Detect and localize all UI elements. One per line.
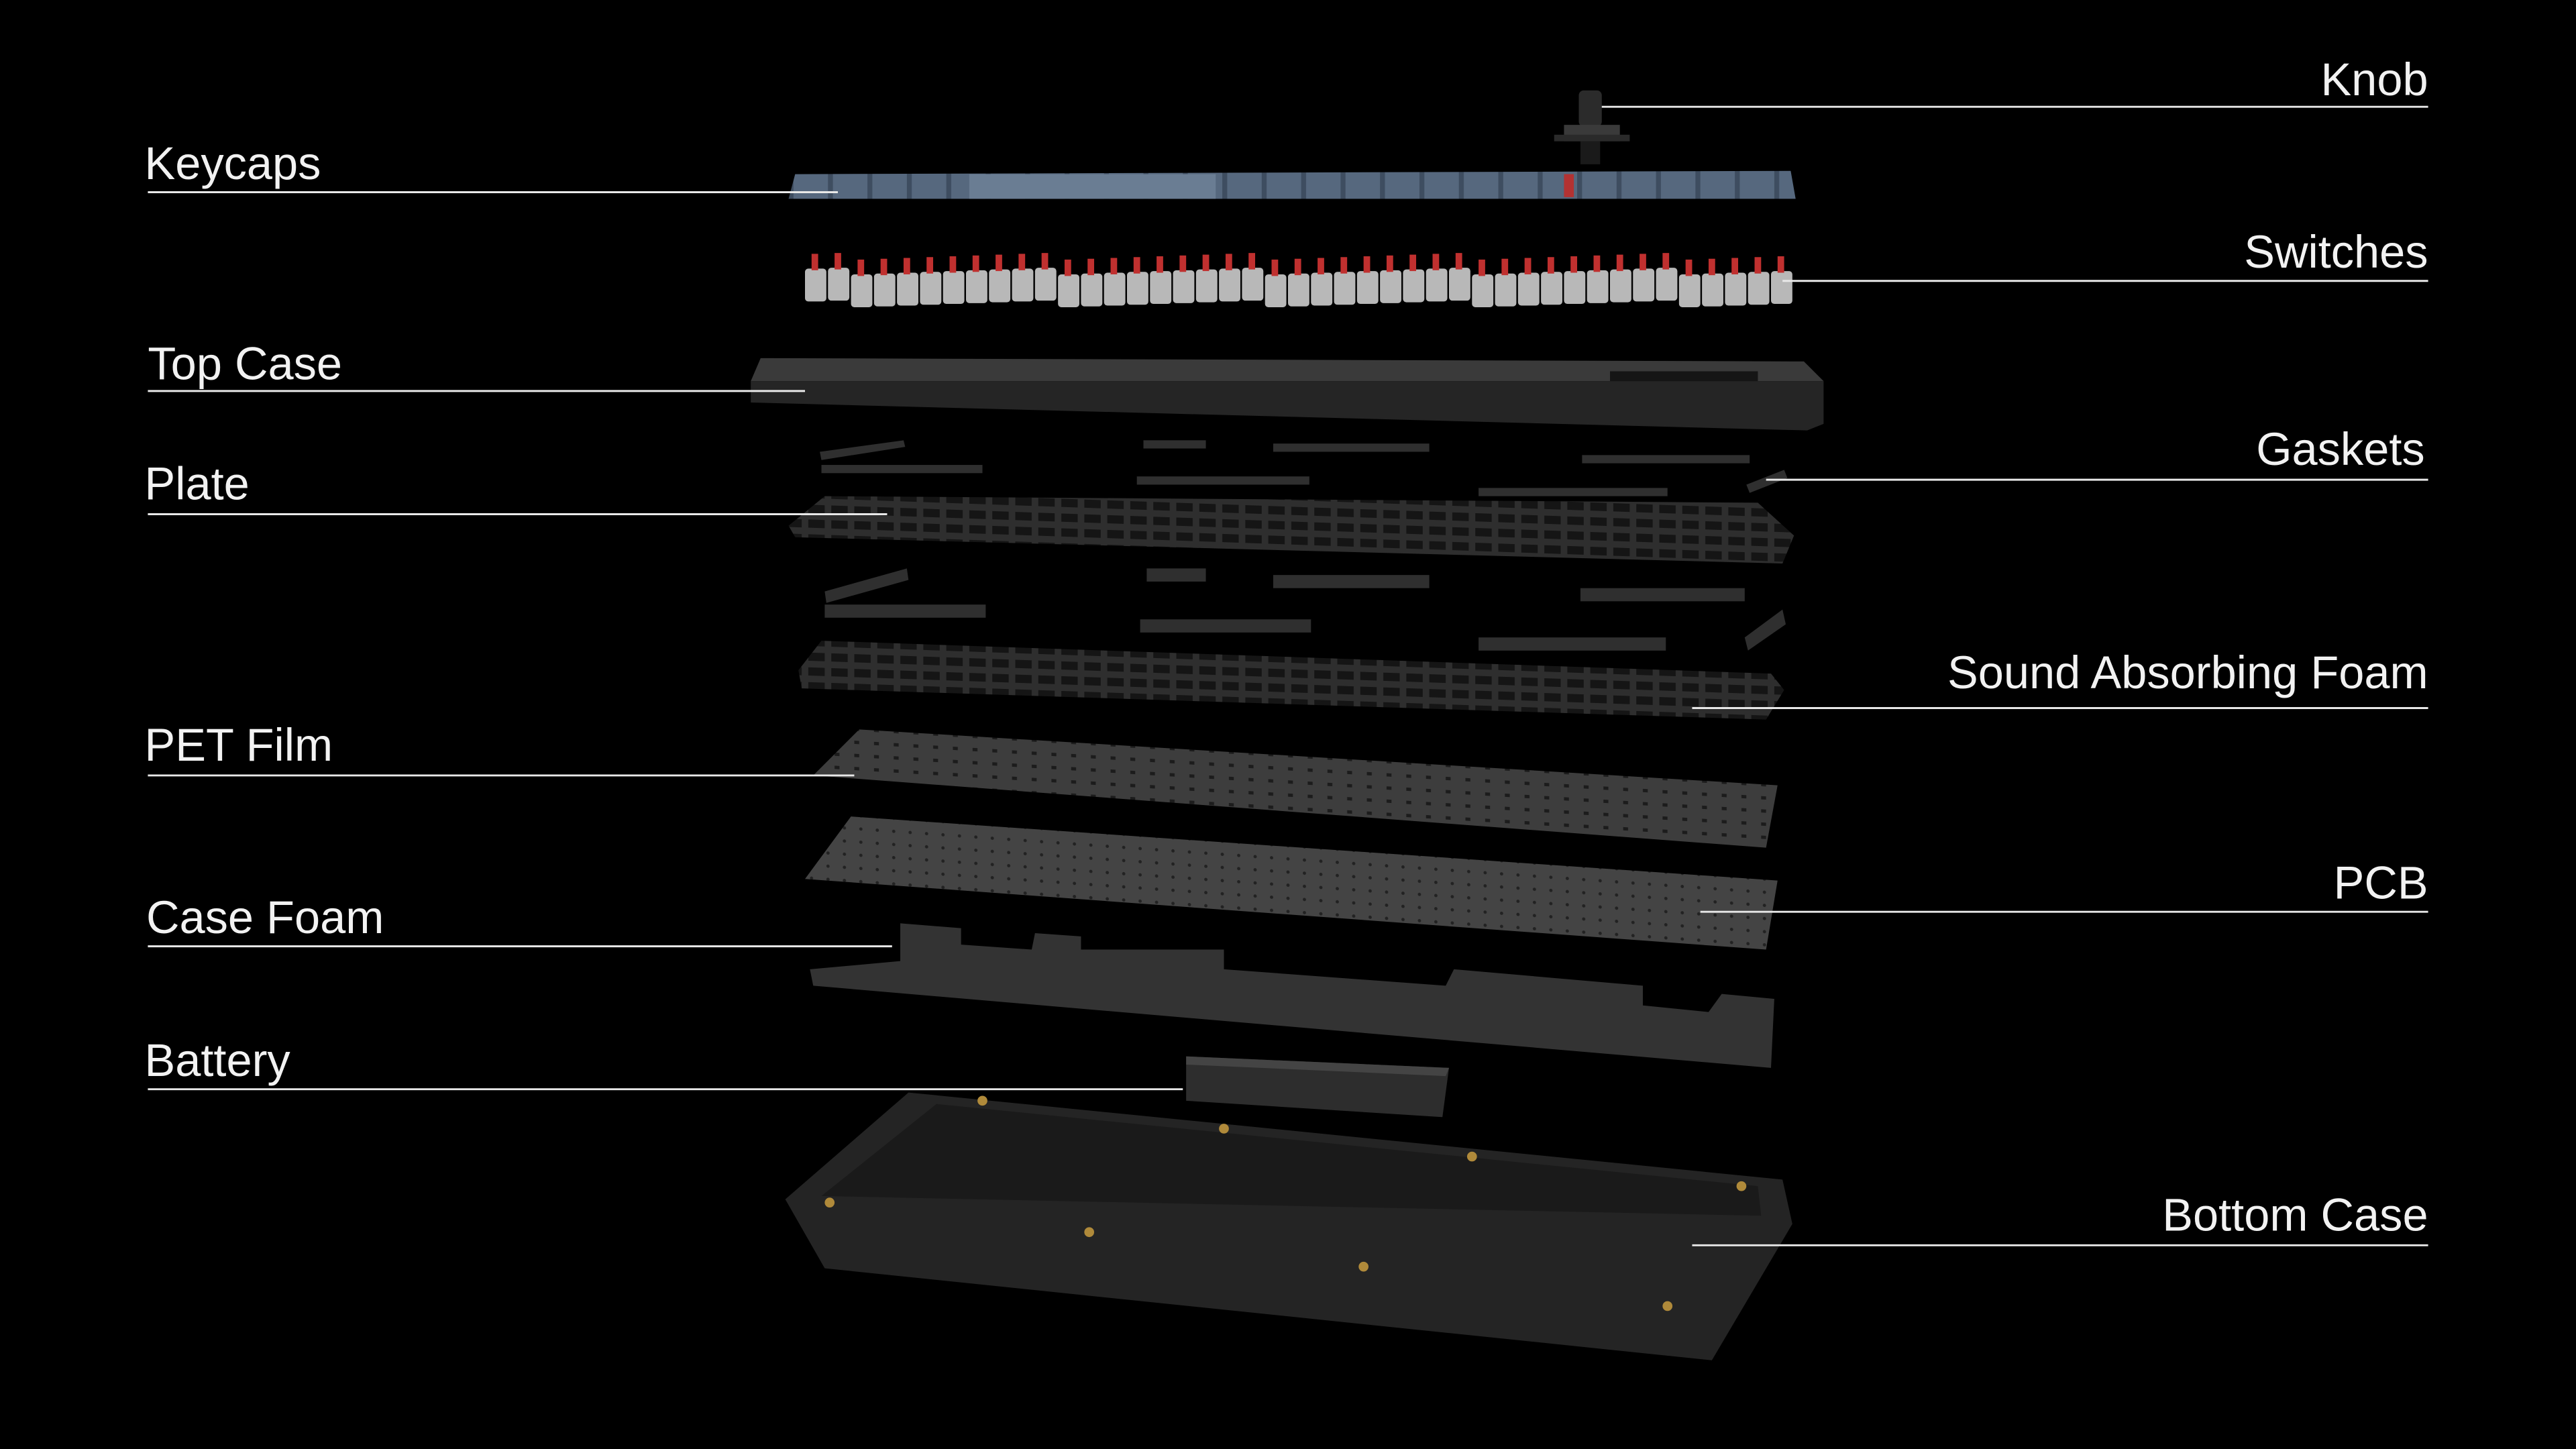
switch xyxy=(1541,257,1562,305)
switch xyxy=(1288,258,1309,307)
switch xyxy=(1173,255,1195,303)
switch xyxy=(1127,257,1148,305)
label-sound-absorbing-foam: Sound Absorbing Foam xyxy=(1947,647,2428,698)
sound-absorbing-foam xyxy=(798,641,1784,720)
label-top-case: Top Case xyxy=(148,338,342,390)
label-plate: Plate xyxy=(145,458,250,509)
switch xyxy=(989,254,1011,303)
label-pcb: PCB xyxy=(2334,857,2428,909)
switch xyxy=(1403,254,1425,303)
switch xyxy=(1150,256,1172,305)
switch xyxy=(1311,258,1333,306)
label-pet-film: PET Film xyxy=(145,719,333,771)
switch xyxy=(1449,253,1470,301)
switch xyxy=(1104,258,1126,306)
keycaps xyxy=(788,170,1796,199)
switch xyxy=(1219,254,1240,302)
switch xyxy=(1678,259,1701,307)
label-keycaps: Keycaps xyxy=(145,138,321,189)
switch xyxy=(1587,255,1609,303)
switch xyxy=(1656,253,1678,301)
switch xyxy=(1012,254,1034,302)
switch xyxy=(1725,258,1747,306)
switch xyxy=(1034,253,1057,301)
switch xyxy=(1380,255,1401,303)
switches xyxy=(805,253,1792,307)
label-knob: Knob xyxy=(2320,54,2428,105)
switch xyxy=(1195,254,1218,303)
switch xyxy=(1081,258,1103,307)
switch xyxy=(828,253,850,301)
switch xyxy=(966,255,987,303)
switch xyxy=(1517,258,1540,306)
switch xyxy=(1265,259,1287,307)
switch xyxy=(1495,258,1517,307)
label-bottom-case: Bottom Case xyxy=(2162,1189,2428,1240)
plate xyxy=(788,496,1794,564)
battery xyxy=(1186,1056,1449,1118)
switch xyxy=(1058,259,1079,307)
pcb xyxy=(805,816,1778,950)
switch xyxy=(897,258,918,306)
switch xyxy=(1426,254,1448,302)
leader-lines xyxy=(148,105,2428,1246)
gaskets-lower xyxy=(824,568,1786,651)
switch xyxy=(1356,256,1379,305)
switch xyxy=(1748,257,1770,305)
switch xyxy=(1334,257,1356,305)
case-foam xyxy=(810,923,1774,1068)
switch xyxy=(1564,256,1586,305)
switch xyxy=(1242,253,1264,301)
switch xyxy=(1472,259,1494,307)
switch xyxy=(1633,254,1655,302)
switch xyxy=(943,256,965,305)
gaskets-upper xyxy=(820,440,1788,496)
switch xyxy=(1702,258,1723,307)
switch xyxy=(1610,254,1631,303)
switch xyxy=(805,254,826,302)
switch xyxy=(851,259,873,307)
label-battery: Battery xyxy=(145,1034,291,1086)
bottom-case xyxy=(785,1092,1792,1360)
switch xyxy=(873,258,896,307)
switch xyxy=(920,257,942,305)
label-switches: Switches xyxy=(2244,226,2428,278)
pet-film xyxy=(813,729,1778,848)
top-case xyxy=(751,358,1824,431)
switch xyxy=(1771,256,1792,305)
label-case-foam: Case Foam xyxy=(146,892,384,943)
label-gaskets: Gaskets xyxy=(2256,423,2425,475)
knob xyxy=(1554,90,1630,164)
